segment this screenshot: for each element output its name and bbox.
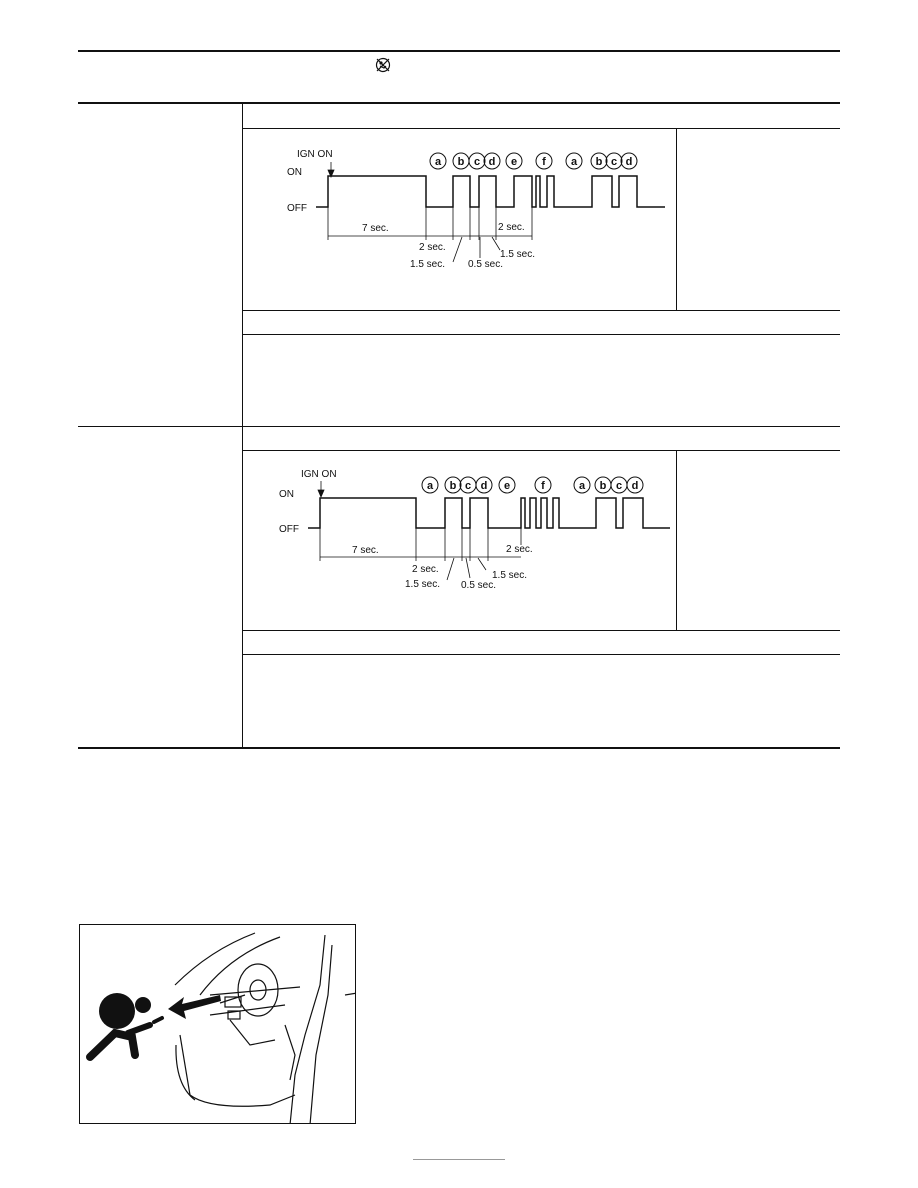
top-rule <box>78 50 840 52</box>
row1-diagram-bottom-rule <box>242 310 840 311</box>
diagram2-off-label: OFF <box>279 524 299 535</box>
table-column-divider <box>242 103 243 748</box>
pulse-letter-circle <box>498 476 516 494</box>
row1-diagram-right-border <box>676 128 677 310</box>
row1-subheader-rule <box>242 128 840 129</box>
timing-diagram-1: IGN ON ON OFF 7 sec. 2 sec. 1.5 sec. 0.5… <box>287 149 665 270</box>
diagram2-t05: 0.5 sec. <box>461 580 496 591</box>
diagram1-off-label: OFF <box>287 203 307 214</box>
pulse-letter: b <box>450 480 457 492</box>
pulse-letter: b <box>596 156 603 168</box>
pulse-letter: c <box>465 480 471 492</box>
row2-subheader-rule <box>242 450 840 451</box>
footer-rule <box>413 1159 505 1160</box>
pulse-letter: a <box>579 480 586 492</box>
pulse-letter: f <box>541 480 545 492</box>
pulse-letter-circle <box>421 476 439 494</box>
pulse-letter: c <box>474 156 480 168</box>
diagram1-t05: 0.5 sec. <box>468 259 503 270</box>
diagram2-ign-label: IGN ON <box>301 469 337 480</box>
pulse-letter: d <box>481 480 488 492</box>
pulse-letter: d <box>626 156 633 168</box>
diagram1-on-label: ON <box>287 167 302 178</box>
diagram2-t7: 7 sec. <box>352 545 379 556</box>
pulse-letter-circle <box>468 152 486 170</box>
pulse-letter: c <box>616 480 622 492</box>
diagram2-on-label: ON <box>279 489 294 500</box>
diagram1-ign-label: IGN ON <box>297 149 333 160</box>
diagram1-t7: 7 sec. <box>362 223 389 234</box>
pulse-letter: a <box>435 156 442 168</box>
row2-note-rule <box>242 654 840 655</box>
pulse-letter-circle <box>573 476 591 494</box>
pulse-letter: f <box>542 156 546 168</box>
waveform-1 <box>316 175 665 208</box>
row2-diagram-bottom-rule <box>242 630 840 631</box>
timing-diagram-2: IGN ON ON OFF 7 sec. 2 sec. 1.5 sec. 0.5… <box>279 469 670 591</box>
diagram2-t15a: 1.5 sec. <box>405 579 440 590</box>
pulse-letter-circle <box>565 152 583 170</box>
table-top-rule <box>78 102 840 104</box>
airbag-person-icon <box>86 932 355 1123</box>
airbag-off-icon <box>375 56 391 74</box>
pulse-letter: e <box>511 156 517 168</box>
diagram1-t2a: 2 sec. <box>419 242 446 253</box>
pulse-letter-circle <box>429 152 447 170</box>
diagram1-t2b: 2 sec. <box>498 222 525 233</box>
diagram1-t15b: 1.5 sec. <box>500 249 535 260</box>
table-bottom-rule <box>78 747 840 749</box>
row1-note-rule <box>242 334 840 335</box>
pulse-letter: c <box>611 156 617 168</box>
pulse-letter-circle <box>620 152 638 170</box>
pulse-letter-circle <box>535 152 553 170</box>
pulse-letter: b <box>458 156 465 168</box>
pulse-letter-circle <box>444 476 462 494</box>
airbag-location-figure <box>79 924 356 1124</box>
waveform-2 <box>308 497 670 529</box>
pulse-letter: d <box>632 480 639 492</box>
row2-diagram-right-border <box>676 450 677 630</box>
pulse-letter: b <box>600 480 607 492</box>
table-row-divider <box>78 426 840 427</box>
pulse-letter-circle <box>505 152 523 170</box>
diagram2-t2b: 2 sec. <box>506 544 533 555</box>
pulse-letter: a <box>427 480 434 492</box>
pulse-letter-circle <box>534 476 552 494</box>
diagram2-t15b: 1.5 sec. <box>492 570 527 581</box>
diagram2-t2a: 2 sec. <box>412 564 439 575</box>
pulse-letter-circle <box>475 476 493 494</box>
pulse-letter: e <box>504 480 510 492</box>
diagram1-t15a: 1.5 sec. <box>410 259 445 270</box>
pulse-letter-circle <box>626 476 644 494</box>
pulse-letter: d <box>489 156 496 168</box>
pulse-letter-circle <box>590 152 608 170</box>
pulse-letter-circle <box>483 152 501 170</box>
pulse-letter-circle <box>605 152 623 170</box>
pulse-letter: a <box>571 156 578 168</box>
